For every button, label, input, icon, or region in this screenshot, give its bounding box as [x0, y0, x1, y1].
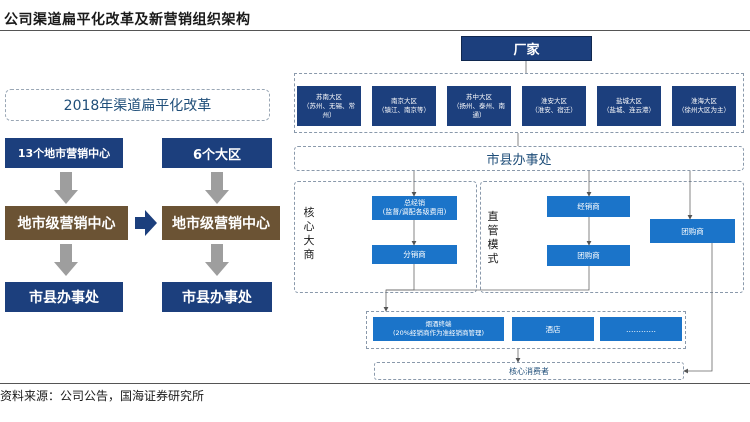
- region-name: 苏中大区: [466, 92, 492, 101]
- after-bottom-box: 市县办事处: [162, 282, 272, 312]
- sub-distributor-label: 分销商: [403, 250, 426, 259]
- after-down-arrow-1: [205, 172, 229, 204]
- title-rule: [0, 30, 750, 31]
- general-distributor-box: 总经销 (监督/调配各级费用): [372, 196, 457, 220]
- region-name: 南京大区: [391, 97, 417, 105]
- source-rule: [0, 383, 750, 384]
- regions-frame: [294, 73, 744, 133]
- page-title: 公司渠道扁平化改革及新营销组织架构: [4, 12, 251, 28]
- after-middle-box: 地市级营销中心: [162, 206, 280, 240]
- region-name: 盐城大区: [616, 97, 642, 105]
- group-buyer-direct-box: 团购商: [547, 245, 630, 266]
- region-detail: （扬州、泰州、南通）: [453, 101, 505, 119]
- region-detail: （徐州大区为主）: [678, 106, 730, 114]
- group-buyer-right-label: 团购商: [681, 226, 704, 236]
- general-distributor-name: 总经销: [404, 199, 425, 207]
- office-bar: 市县办事处: [294, 146, 744, 171]
- region-box-sunan: 苏南大区 （苏州、无锡、常州）: [297, 86, 361, 126]
- after-middle-label: 地市级营销中心: [172, 216, 270, 232]
- tobacco-terminal-box: 烟酒终端 (20%经销商作为准经销商管理): [373, 317, 504, 341]
- tobacco-terminal-detail: (20%经销商作为准经销商管理): [392, 329, 485, 337]
- distributor-label: 经销商: [577, 202, 600, 211]
- region-detail: （苏州、无锡、常州）: [303, 101, 355, 119]
- region-box-huaian: 淮安大区 （淮安、宿迁）: [522, 86, 586, 126]
- before-down-arrow-1: [54, 172, 78, 204]
- region-name: 苏南大区: [316, 92, 342, 101]
- region-name: 淮安大区: [541, 97, 567, 105]
- core-dealer-label: 核心大商: [303, 206, 315, 261]
- core-consumer-label: 核心消费者: [509, 366, 549, 376]
- region-box-huaihai: 淮海大区 （徐州大区为主）: [672, 86, 736, 126]
- after-header-box: 6个大区: [162, 138, 272, 168]
- region-detail: （淮安、宿迁）: [531, 106, 577, 114]
- region-name: 淮海大区: [691, 97, 717, 105]
- reform-title: 2018年渠道扁平化改革: [63, 98, 212, 114]
- reform-title-box: 2018年渠道扁平化改革: [5, 89, 270, 121]
- before-middle-label: 地市级营销中心: [17, 216, 116, 232]
- before-down-arrow-2: [54, 244, 78, 276]
- after-down-arrow-2: [205, 244, 229, 276]
- hotel-terminal-box: 酒店: [512, 317, 594, 341]
- other-terminal-label: …………: [626, 324, 656, 334]
- region-box-nanjing: 南京大区 （镇江、南京等）: [372, 86, 436, 126]
- after-header-label: 6个大区: [192, 147, 242, 163]
- direct-management-label: 直管模式: [487, 210, 499, 265]
- groupbuy-to-consumer-connector: [683, 243, 713, 374]
- group-buyer-direct-label: 团购商: [577, 251, 600, 260]
- region-detail: （盐城、连云港）: [603, 106, 655, 114]
- before-header-label: 13个地市营销中心: [17, 147, 111, 160]
- distributor-box: 经销商: [547, 196, 630, 217]
- after-bottom-label: 市县办事处: [182, 290, 252, 306]
- sub-to-terminals-connector: [383, 264, 415, 312]
- region-detail: （镇江、南京等）: [378, 106, 430, 114]
- tobacco-terminal-name: 烟酒终端: [425, 320, 452, 328]
- region-box-yancheng: 盐城大区 （盐城、连云港）: [597, 86, 661, 126]
- before-bottom-label: 市县办事处: [29, 290, 99, 306]
- before-header-box: 13个地市营销中心: [5, 138, 123, 168]
- transition-right-arrow: [135, 210, 157, 236]
- direct-to-terminals-connector: [386, 266, 590, 291]
- before-middle-box: 地市级营销中心: [5, 206, 128, 240]
- factory-label: 厂家: [513, 43, 540, 58]
- source-note: 资料来源：公司公告，国海证券研究所: [0, 389, 205, 403]
- region-box-suzhong: 苏中大区 （扬州、泰州、南通）: [447, 86, 511, 126]
- hotel-terminal-label: 酒店: [545, 324, 561, 334]
- core-dealer-panel: [294, 181, 477, 293]
- other-terminal-box: …………: [600, 317, 682, 341]
- office-label: 市县办事处: [486, 153, 552, 168]
- before-bottom-box: 市县办事处: [5, 282, 123, 312]
- terminals-frame: [366, 311, 686, 349]
- factory-box: 厂家: [461, 36, 592, 61]
- sub-distributor-box: 分销商: [372, 245, 457, 264]
- general-distributor-detail: (监督/调配各级费用): [382, 208, 447, 216]
- direct-management-panel: [480, 181, 744, 293]
- group-buyer-right-box: 团购商: [650, 219, 735, 243]
